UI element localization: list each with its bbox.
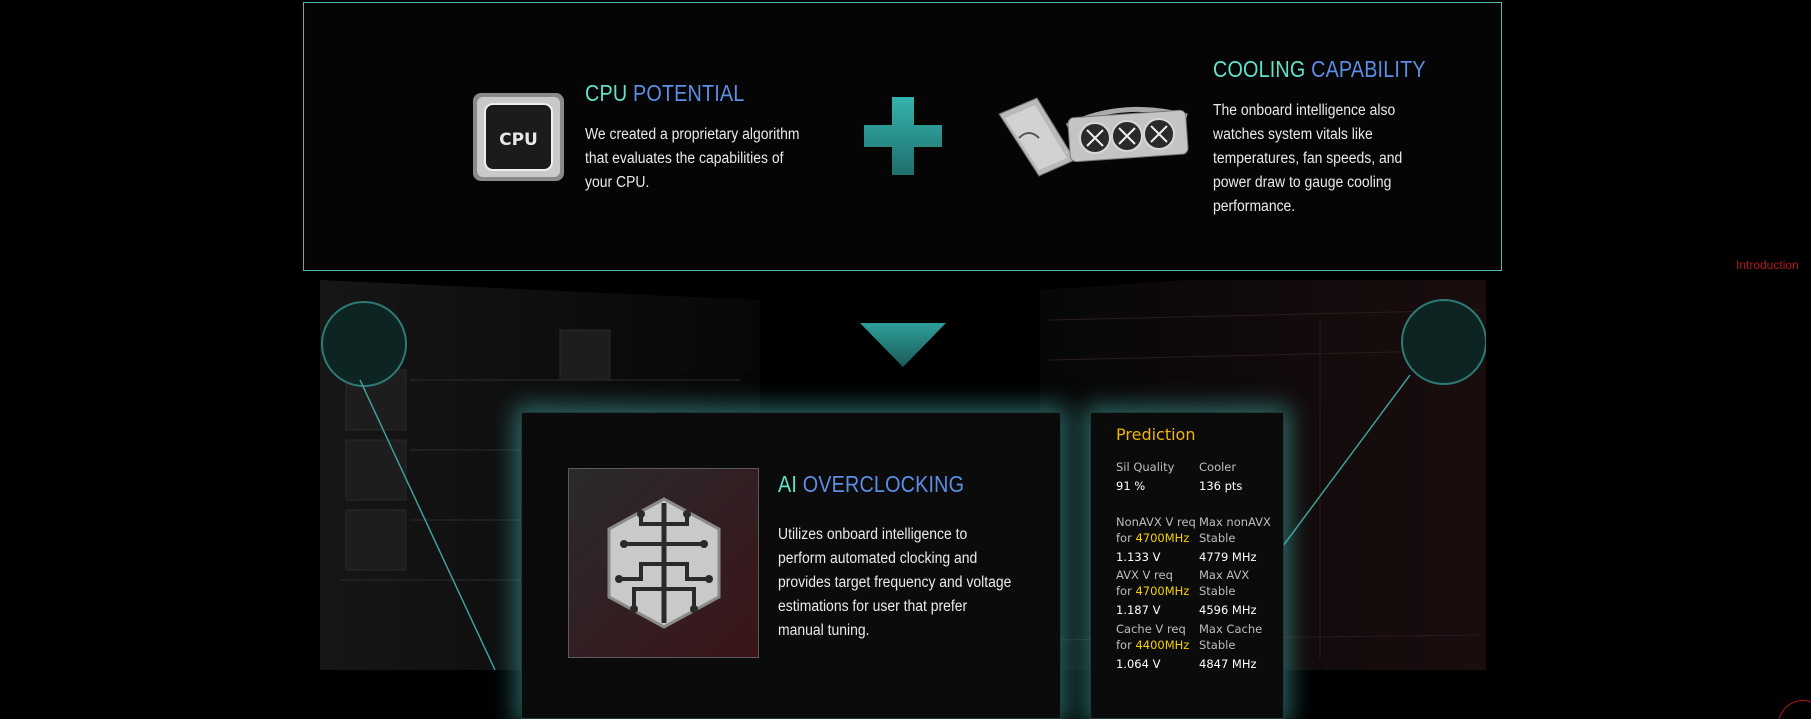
max-avx-cell: Max AVX Stable 4596 MHz: [1199, 568, 1257, 617]
max-cache-cell: Max Cache Stable 4847 MHz: [1199, 622, 1263, 671]
sil-quality-cell: Sil Quality 91 %: [1116, 460, 1175, 493]
liquid-cooler-icon: [998, 97, 1189, 177]
cpu-potential-text: We created a proprietary algorithm that …: [585, 126, 800, 191]
cooler-cell: Cooler 136 pts: [1199, 460, 1243, 493]
ai-overclocking-text: Utilizes onboard intelligence to perform…: [778, 526, 1012, 639]
plus-icon: [864, 97, 942, 175]
cpu-chip-icon: CPU: [473, 93, 564, 181]
prediction-panel: [1090, 412, 1284, 719]
cache-vreq-cell: Cache V req for 4400MHz 1.064 V: [1116, 622, 1190, 671]
brain-icon-frame: [568, 468, 759, 658]
brain-chip-icon: [607, 497, 721, 629]
side-nav-introduction-link[interactable]: Introduction: [1736, 258, 1799, 272]
cooling-capability-text: The onboard intelligence also watches sy…: [1213, 102, 1403, 215]
prediction-title: Prediction: [1116, 425, 1196, 444]
ai-overclocking-title: AI OVERCLOCKING: [778, 471, 965, 497]
arrow-down-icon: [860, 323, 946, 367]
nonavx-vreq-cell: NonAVX V req for 4700MHz 1.133 V: [1116, 515, 1196, 564]
cooling-capability-title: COOLING CAPABILITY: [1213, 56, 1426, 82]
avx-vreq-cell: AVX V req for 4700MHz 1.187 V: [1116, 568, 1190, 617]
cpu-potential-title: CPU POTENTIAL: [585, 80, 745, 106]
scroll-indicator-icon[interactable]: [1778, 700, 1811, 719]
cpu-icon-text: CPU: [499, 130, 538, 150]
max-nonavx-cell: Max nonAVX Stable 4779 MHz: [1199, 515, 1271, 564]
